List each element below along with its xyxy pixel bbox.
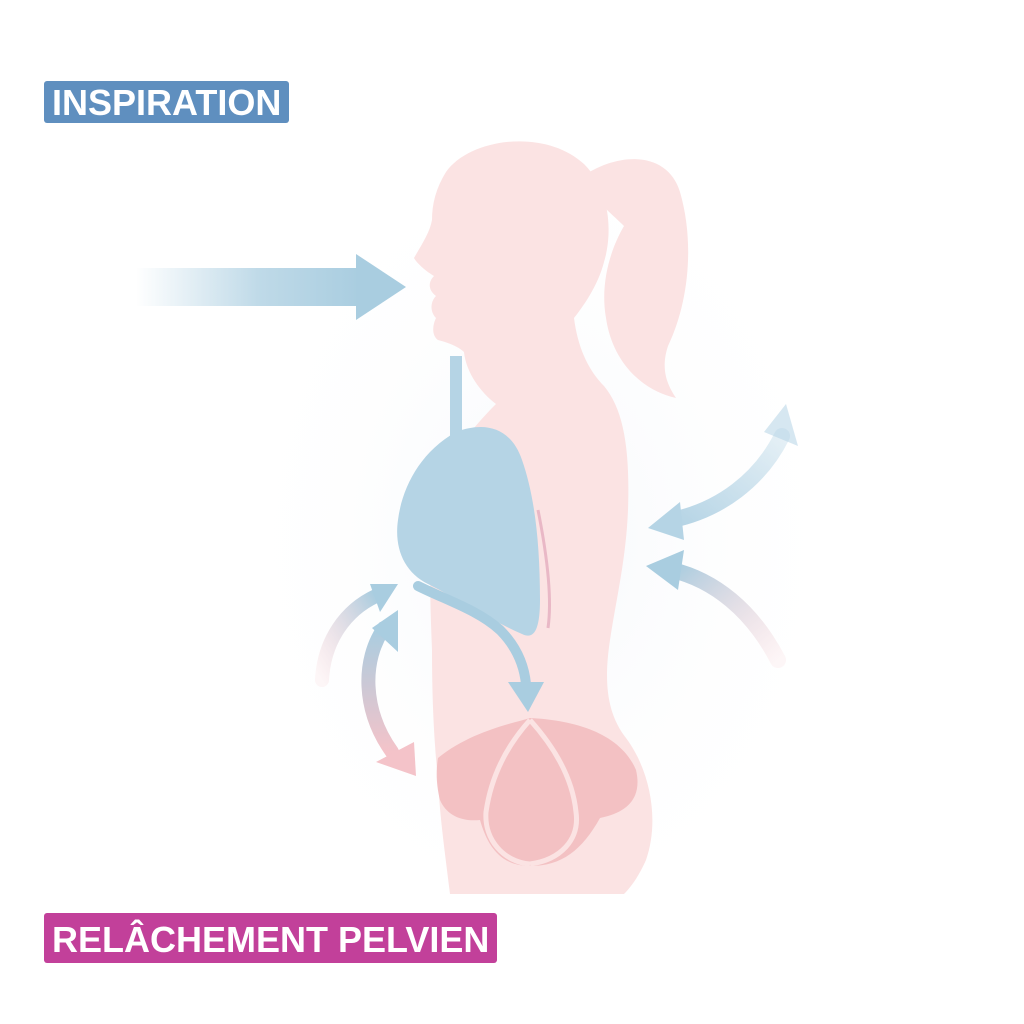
left-outer-curved-arrow <box>315 584 398 687</box>
lungs <box>397 427 540 636</box>
curved-double-arrow-icon <box>664 428 790 528</box>
right-upper-curved-arrow <box>648 404 798 540</box>
diaphragm-arrow-shaft <box>413 581 531 689</box>
left-inner-curved-arrow <box>361 610 416 776</box>
pelvic-release-label: RELÂCHEMENT PELVIEN <box>44 913 498 963</box>
arrow-down-icon <box>508 682 544 712</box>
arrow-right-icon <box>356 254 406 320</box>
ponytail <box>580 159 689 398</box>
right-lower-curved-arrow <box>646 550 786 668</box>
pelvis-inner-left <box>483 718 532 867</box>
airflow-arrow <box>136 254 406 320</box>
pelvis-inner-right <box>528 718 579 867</box>
inspiration-label: INSPIRATION <box>44 81 290 123</box>
trachea <box>450 356 462 436</box>
lung-divider <box>536 509 552 629</box>
